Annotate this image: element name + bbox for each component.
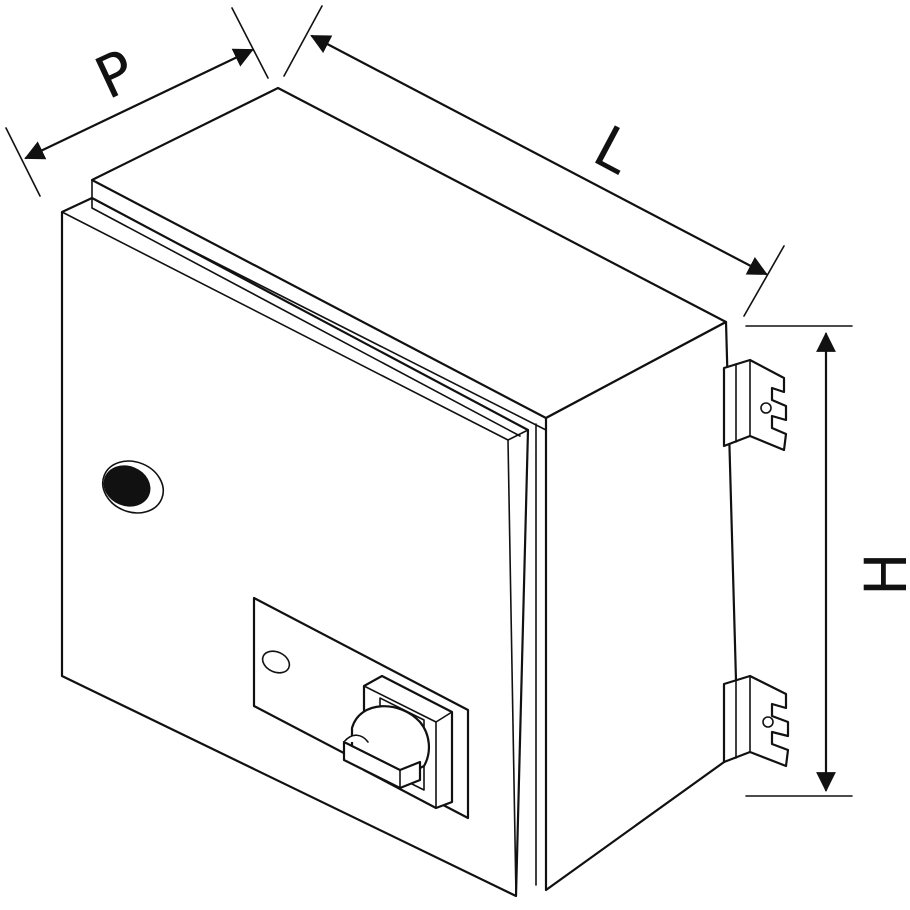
depth-label: P	[85, 36, 145, 112]
upper-bracket	[722, 358, 788, 452]
lower-bracket	[722, 674, 790, 768]
height-label: H	[852, 552, 910, 596]
rotary-switch-icon	[342, 674, 454, 810]
side-face	[544, 320, 740, 892]
wall-mount-bracket-icon	[722, 358, 790, 768]
keyhole-lock-icon	[101, 460, 165, 514]
height-dimension: H	[745, 325, 910, 797]
length-label: L	[583, 112, 643, 187]
